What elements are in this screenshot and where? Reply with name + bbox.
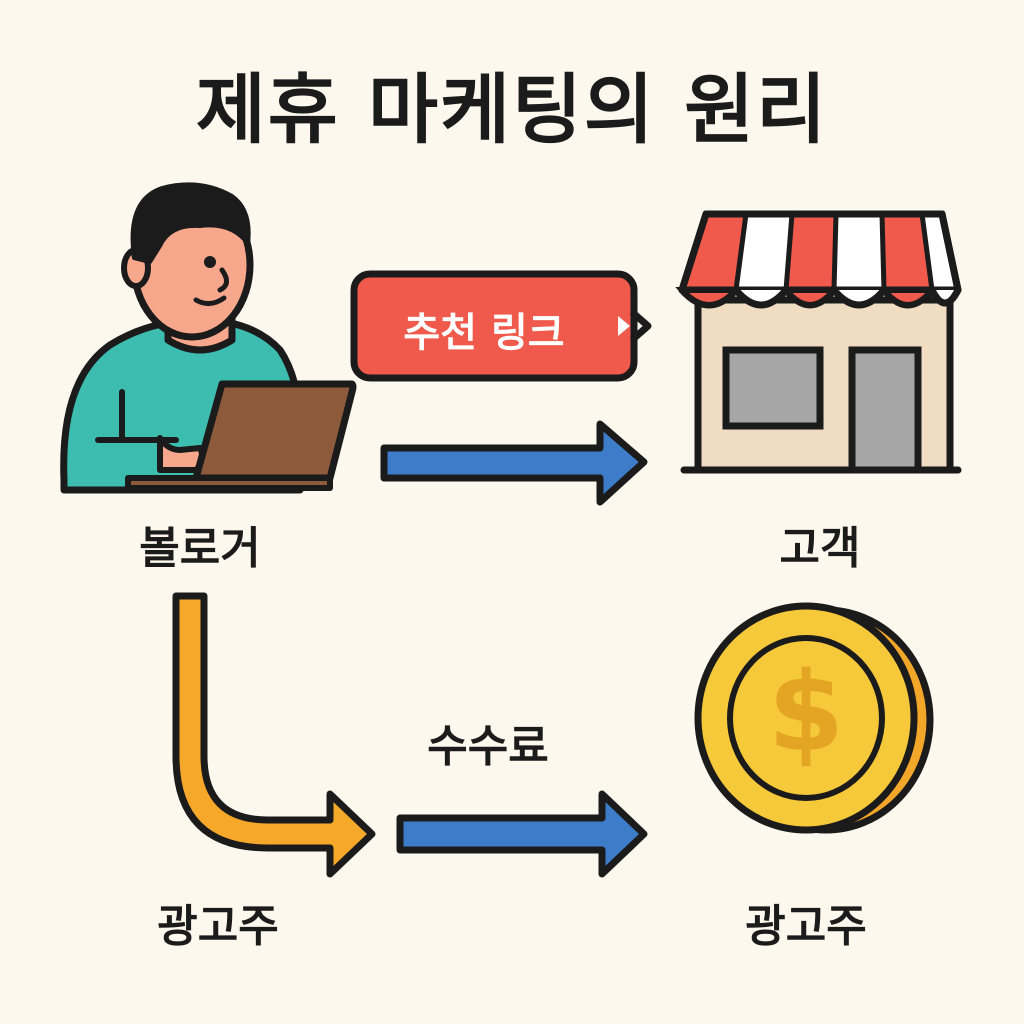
dollar-coin-icon: $ bbox=[694, 602, 934, 834]
storefront-icon bbox=[675, 210, 962, 474]
blogger-label: 볼로거 bbox=[139, 523, 261, 574]
person-with-laptop-icon bbox=[60, 182, 357, 494]
diagram-title: 제휴 마케팅의 원리 bbox=[195, 65, 829, 154]
svg-text:$: $ bbox=[768, 648, 845, 776]
referral-link-label: 추천 링크 bbox=[403, 310, 565, 356]
advertiser-right-label: 광고주 bbox=[745, 901, 867, 952]
referral-link-badge bbox=[350, 270, 652, 382]
commission-arrow bbox=[396, 790, 648, 878]
blogger-to-customer-arrow bbox=[380, 420, 648, 506]
commission-label: 수수료 bbox=[427, 721, 549, 772]
blogger-to-advertiser-arrow bbox=[172, 592, 376, 878]
customer-label: 고객 bbox=[779, 523, 861, 574]
advertiser-left-label: 광고주 bbox=[157, 901, 279, 952]
